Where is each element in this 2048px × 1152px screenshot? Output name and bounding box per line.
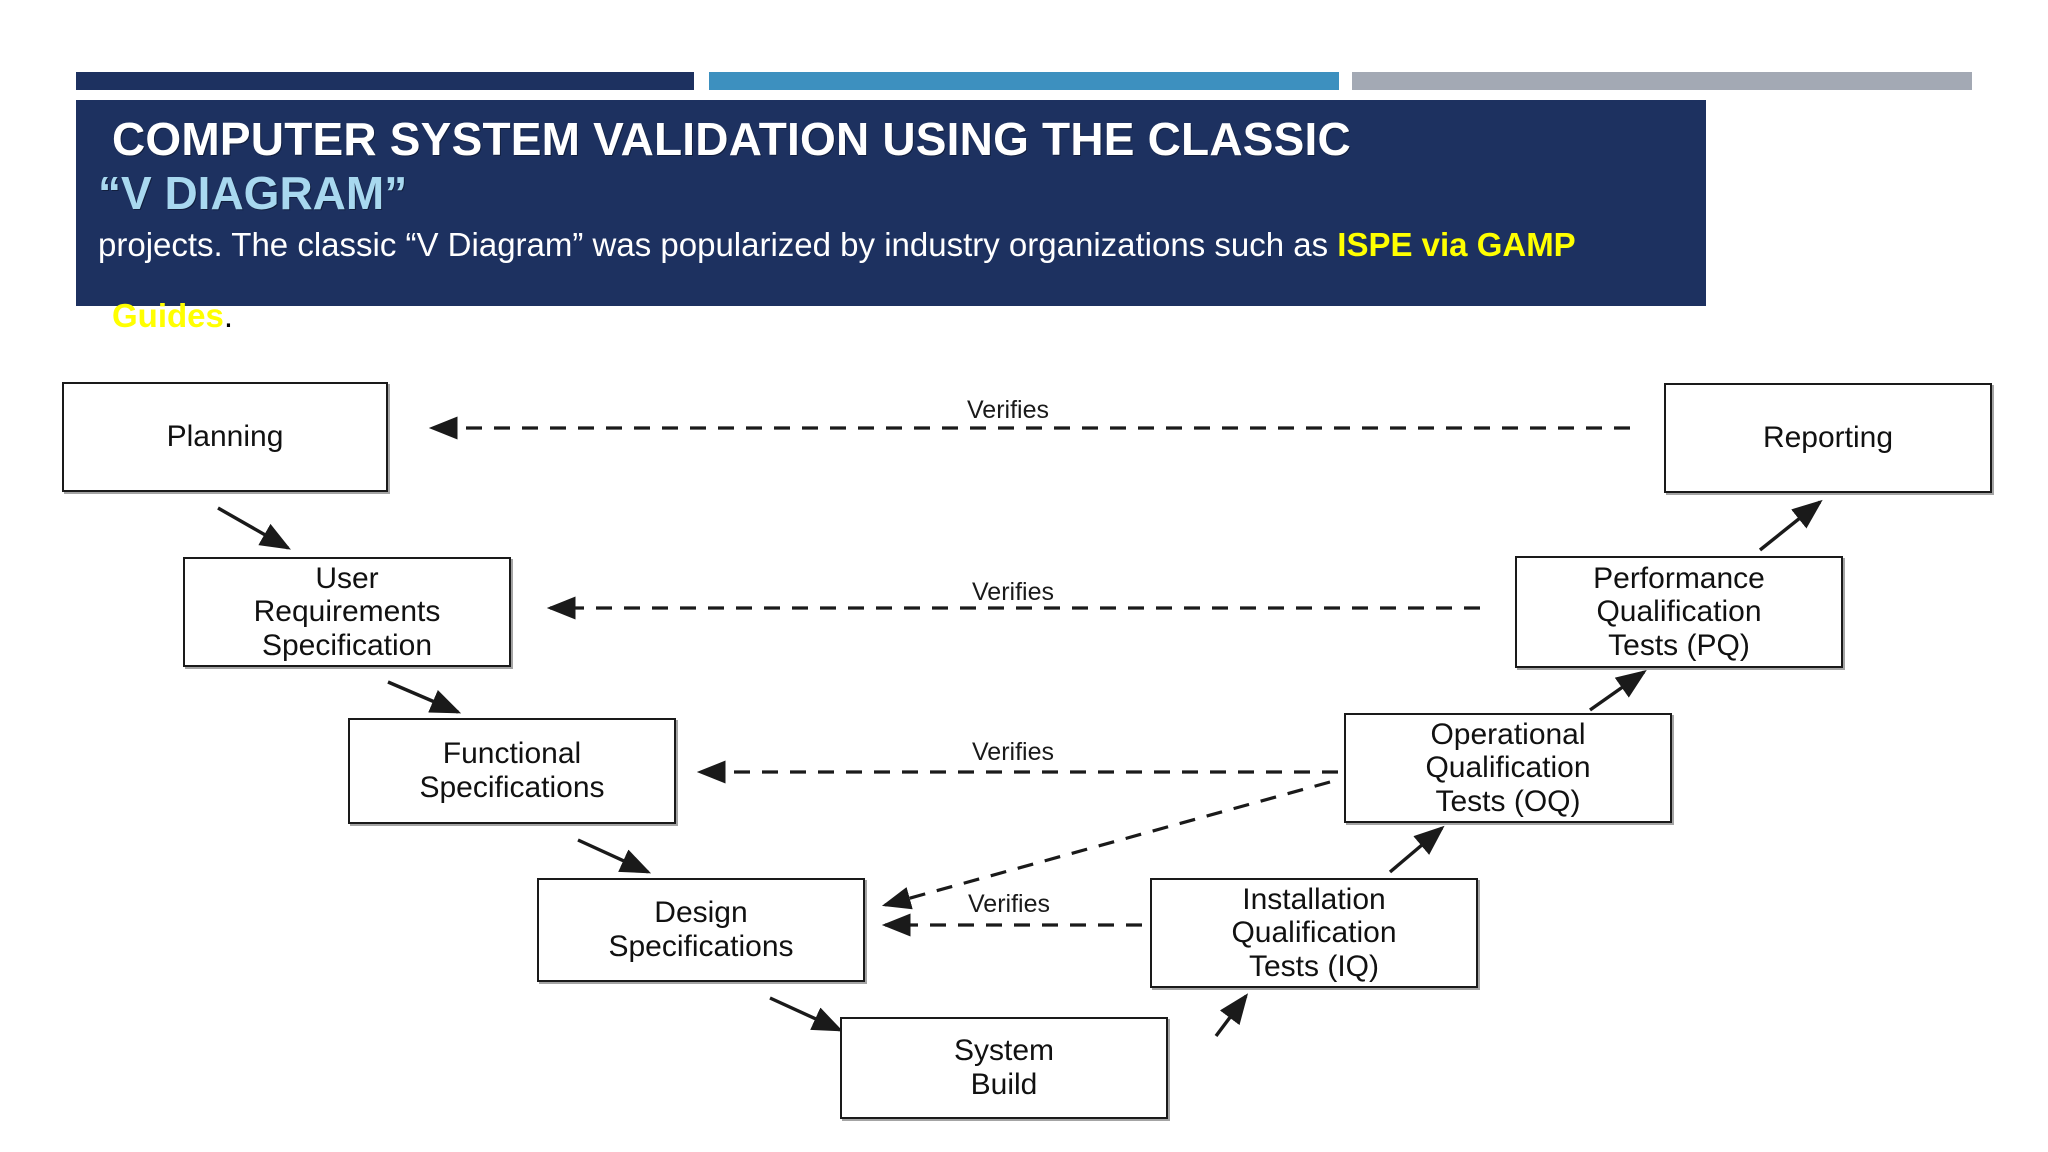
accent-bar-group xyxy=(0,0,2048,95)
edge-urs-to-fs xyxy=(387,680,462,714)
edge-planning-to-urs xyxy=(217,506,291,550)
node-reporting-label: Reporting xyxy=(1762,421,1894,455)
edge-iq-to-oq xyxy=(1388,825,1445,874)
verifies-label-4: Verifies xyxy=(968,890,1050,918)
edge-fs-to-ds xyxy=(577,838,652,874)
gray-accent-bar xyxy=(1352,72,1972,90)
subtitle-text: projects. The classic “V Diagram” was po… xyxy=(98,225,1684,265)
node-system-build[interactable]: System Build xyxy=(840,1017,1168,1119)
title-banner: COMPUTER SYSTEM VALIDATION USING THE CLA… xyxy=(76,100,1706,306)
subtitle-tail: Guides. xyxy=(112,296,233,336)
navy-accent-bar xyxy=(76,72,694,90)
node-ds-label: Design Specifications xyxy=(608,896,794,963)
verifies-label-1: Verifies xyxy=(967,396,1049,424)
node-urs-label: User Requirements Specification xyxy=(253,561,441,662)
node-functional-specifications[interactable]: Functional Specifications xyxy=(348,718,676,824)
blue-accent-bar xyxy=(709,72,1339,90)
page-title-line-1: COMPUTER SYSTEM VALIDATION USING THE CLA… xyxy=(112,113,1351,165)
node-planning-label: Planning xyxy=(166,420,284,454)
node-performance-qualification-tests[interactable]: Performance Qualification Tests (PQ) xyxy=(1515,556,1843,668)
node-reporting[interactable]: Reporting xyxy=(1664,383,1992,493)
node-planning[interactable]: Planning xyxy=(62,382,388,492)
edge-ds-to-sb xyxy=(769,996,844,1032)
node-oq-label: Operational Qualification Tests (OQ) xyxy=(1425,717,1591,818)
node-installation-qualification-tests[interactable]: Installation Qualification Tests (IQ) xyxy=(1150,878,1478,988)
verifies-label-2: Verifies xyxy=(972,578,1054,606)
edge-oq-to-pq xyxy=(1589,670,1647,712)
subtitle-tail-period: . xyxy=(223,297,234,334)
node-iq-label: Installation Qualification Tests (IQ) xyxy=(1231,882,1397,983)
node-fs-label: Functional Specifications xyxy=(419,737,605,804)
edge-sb-to-iq xyxy=(1214,993,1249,1038)
node-sb-label: System Build xyxy=(953,1034,1055,1101)
subtitle-tail-highlight: Guides xyxy=(112,297,224,334)
node-operational-qualification-tests[interactable]: Operational Qualification Tests (OQ) xyxy=(1344,713,1672,823)
node-design-specifications[interactable]: Design Specifications xyxy=(537,878,865,982)
subtitle-highlight-text: ISPE via GAMP xyxy=(1337,226,1576,264)
node-pq-label: Performance Qualification Tests (PQ) xyxy=(1593,561,1765,662)
subtitle-plain-text: projects. The classic “V Diagram” was po… xyxy=(98,226,1338,264)
verifies-label-3: Verifies xyxy=(972,738,1054,766)
node-user-requirements-specification[interactable]: User Requirements Specification xyxy=(183,557,511,667)
page-title-line-2: “V DIAGRAM” xyxy=(98,166,408,219)
edge-pq-to-reporting xyxy=(1758,499,1823,552)
